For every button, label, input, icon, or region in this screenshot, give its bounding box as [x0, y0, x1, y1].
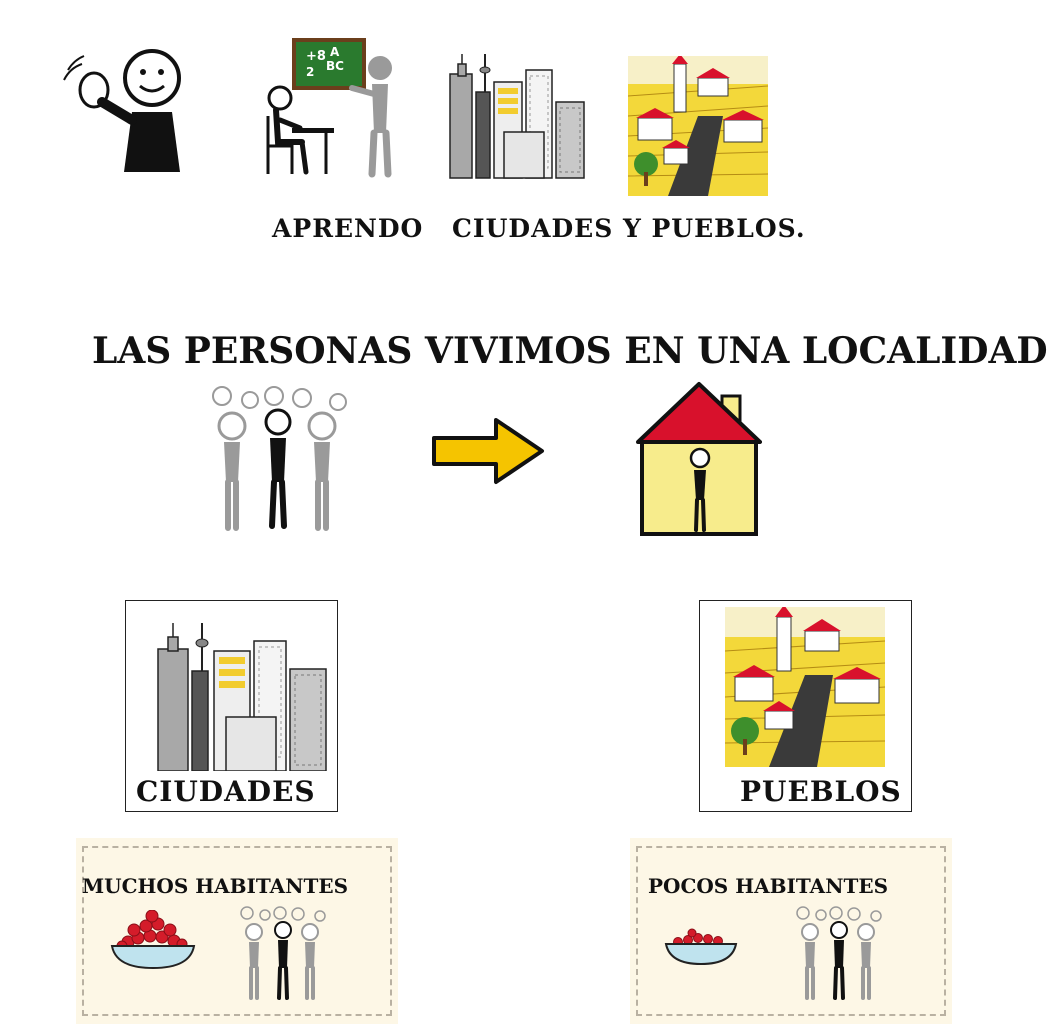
few-inhabitants-note: POCOS HABITANTES [630, 838, 952, 1024]
people-group-icon [208, 382, 354, 532]
svg-text:2: 2 [306, 65, 314, 79]
svg-text:BC: BC [326, 59, 344, 73]
people-group-icon [794, 904, 886, 1002]
arrow-right-icon [430, 414, 548, 488]
berry-bowl-full-icon [110, 910, 196, 972]
header-word-topic: CIUDADES Y PUEBLOS. [452, 214, 806, 243]
section-headline: LAS PERSONAS VIVIMOS EN UNA LOCALIDAD [92, 330, 1048, 372]
many-inhabitants-label: MUCHOS HABITANTES [82, 874, 349, 898]
waving-person-icon [60, 40, 190, 175]
village-icon [628, 56, 768, 196]
svg-text:+8: +8 [306, 49, 326, 64]
many-inhabitants-note: MUCHOS HABITANTES [76, 838, 398, 1024]
header-word-aprendo: APRENDO [272, 214, 424, 243]
few-inhabitants-label: POCOS HABITANTES [648, 874, 889, 898]
city-card-label: CIUDADES [136, 775, 316, 808]
city-skyline-icon [448, 52, 586, 180]
city-card: CIUDADES [125, 600, 338, 812]
village-icon [725, 607, 885, 767]
house-person-icon [636, 380, 762, 538]
city-skyline-icon [156, 621, 328, 771]
berry-bowl-few-icon [664, 926, 738, 966]
town-card-label: PUEBLOS [740, 775, 902, 808]
note-dashed-border [636, 846, 946, 1016]
note-dashed-border [82, 846, 392, 1016]
people-group-icon [238, 904, 330, 1002]
town-card: PUEBLOS [699, 600, 912, 812]
svg-text:A: A [330, 45, 340, 59]
teacher-blackboard-icon: +8 A BC 2 [262, 38, 402, 180]
